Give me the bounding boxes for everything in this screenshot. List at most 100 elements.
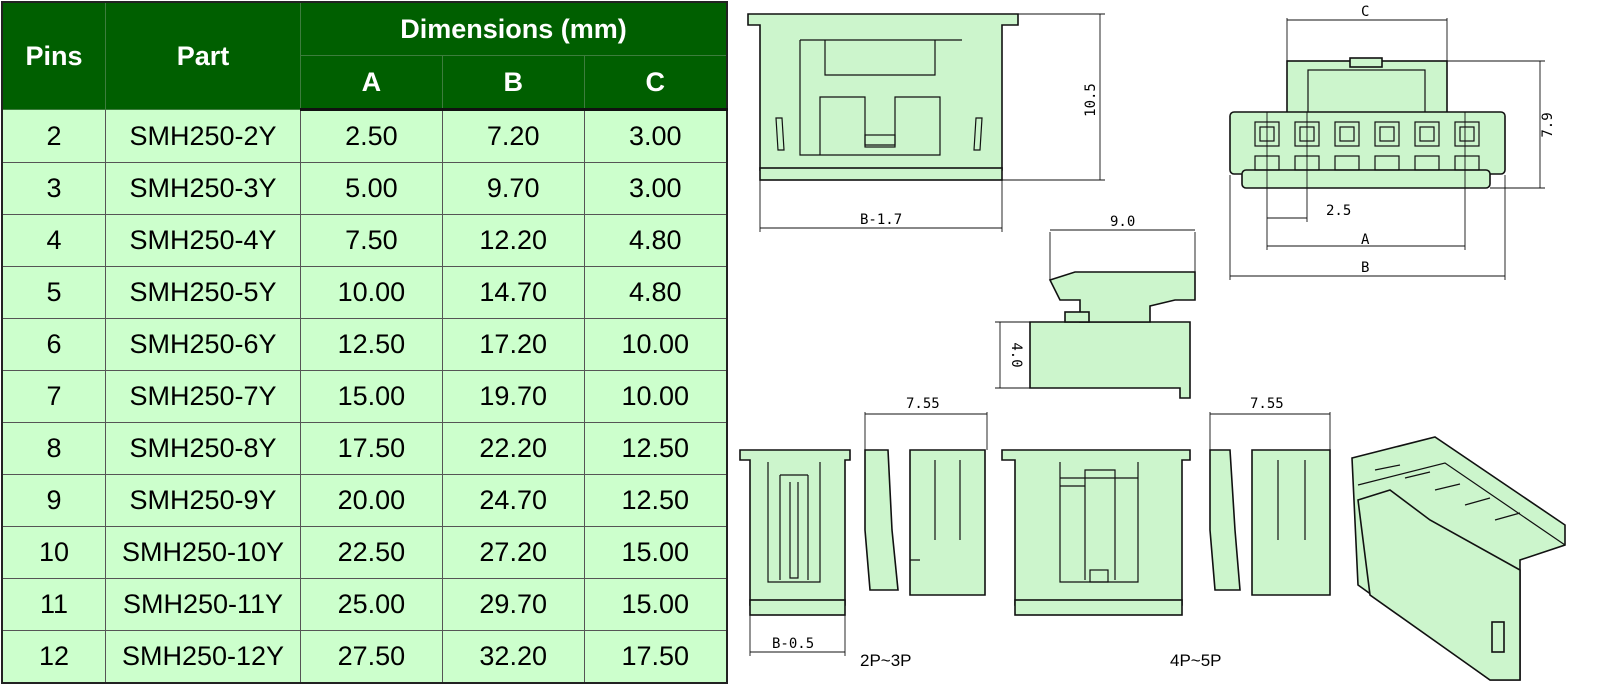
cell-part: SMH250-10Y [105,526,301,579]
cell-c: 12.50 [583,474,728,527]
front-height-label: 10.5 [1083,83,1099,117]
contact-slot [1414,155,1440,171]
cell-pins: 5 [1,266,106,319]
cell-a: 10.00 [300,266,443,319]
cell-part: SMH250-2Y [105,109,301,163]
cell-b: 7.20 [441,109,585,163]
small-side-width-1-label: 7.55 [906,396,940,412]
cell-b: 22.20 [441,422,585,475]
cell-pins: 9 [1,474,106,527]
contact-slot [1334,121,1360,147]
contact-slot [1339,126,1355,142]
top-c-label: C [1361,4,1369,20]
cell-b: 27.20 [441,526,585,579]
header-dimensions: Dimensions (mm) [300,1,728,56]
cell-part: SMH250-6Y [105,318,301,371]
contact-slot [1419,126,1435,142]
cell-b: 24.70 [441,474,585,527]
isometric-view [1351,436,1566,681]
cell-a: 22.50 [300,526,443,579]
side-height-label: 4.0 [1008,342,1024,367]
pitch-label: 2.5 [1326,203,1351,219]
cell-c: 10.00 [583,318,728,371]
cell-b: 19.70 [441,370,585,423]
contact-slot [1374,155,1400,171]
cell-a: 2.50 [300,109,443,163]
cell-part: SMH250-4Y [105,214,301,267]
header-c: C [583,55,728,111]
cell-pins: 11 [1,578,106,631]
contact-slot [1454,121,1480,147]
cell-b: 29.70 [441,578,585,631]
cell-part: SMH250-12Y [105,630,301,684]
front-view-2p-3p: B-0.5 2P~3P [739,449,912,670]
cell-part: SMH250-3Y [105,162,301,215]
dim-b-label: B [1361,260,1369,276]
side-view: 9.0 4.0 [995,214,1196,399]
cell-c: 15.00 [583,526,728,579]
cell-pins: 8 [1,422,106,475]
cell-c: 4.80 [583,266,728,319]
dim-a-label: A [1361,232,1370,248]
cell-a: 17.50 [300,422,443,475]
cell-c: 3.00 [583,109,728,163]
contact-slot [1379,126,1395,142]
cell-a: 15.00 [300,370,443,423]
cell-pins: 10 [1,526,106,579]
header-pins: Pins [1,1,106,110]
cell-b: 9.70 [441,162,585,215]
cell-a: 25.00 [300,578,443,631]
contact-slot [1459,126,1475,142]
variant-2p-3p-label: 2P~3P [860,651,912,670]
cell-c: 15.00 [583,578,728,631]
front-view: 10.5 B-1.7 [747,13,1105,232]
cell-pins: 12 [1,630,106,684]
contact-slot [1374,121,1400,147]
small-side-width-2-label: 7.55 [1250,396,1284,412]
contact-slot [1334,155,1360,171]
top-height-label: 7.9 [1540,112,1556,137]
cell-c: 12.50 [583,422,728,475]
cell-pins: 3 [1,162,106,215]
side-view-2p-3p: 7.55 [864,396,988,596]
connector-drawings: 10.5 B-1.7 9.0 4.0 C 7.9 2.5 A B B-0. [739,4,1566,681]
cell-c: 3.00 [583,162,728,215]
cell-pins: 2 [1,109,106,163]
cell-a: 27.50 [300,630,443,684]
cell-part: SMH250-11Y [105,578,301,631]
front-view-4p-5p: 4P~5P [1001,449,1222,670]
variant-4p-5p-label: 4P~5P [1170,651,1222,670]
cell-b: 14.70 [441,266,585,319]
header-part: Part [105,1,301,110]
header-b: B [441,55,585,111]
cell-part: SMH250-7Y [105,370,301,423]
cell-a: 7.50 [300,214,443,267]
cell-c: 10.00 [583,370,728,423]
cell-c: 17.50 [583,630,728,684]
side-width-label: 9.0 [1110,214,1135,230]
cell-part: SMH250-8Y [105,422,301,475]
cell-b: 17.20 [441,318,585,371]
front-width-label: B-1.7 [860,212,902,228]
cell-b: 32.20 [441,630,585,684]
cell-a: 12.50 [300,318,443,371]
cell-part: SMH250-5Y [105,266,301,319]
cell-pins: 7 [1,370,106,423]
cell-pins: 6 [1,318,106,371]
contact-slot [1414,121,1440,147]
top-view: C 7.9 2.5 A B [1229,4,1556,280]
cell-part: SMH250-9Y [105,474,301,527]
cell-pins: 4 [1,214,106,267]
cell-b: 12.20 [441,214,585,267]
